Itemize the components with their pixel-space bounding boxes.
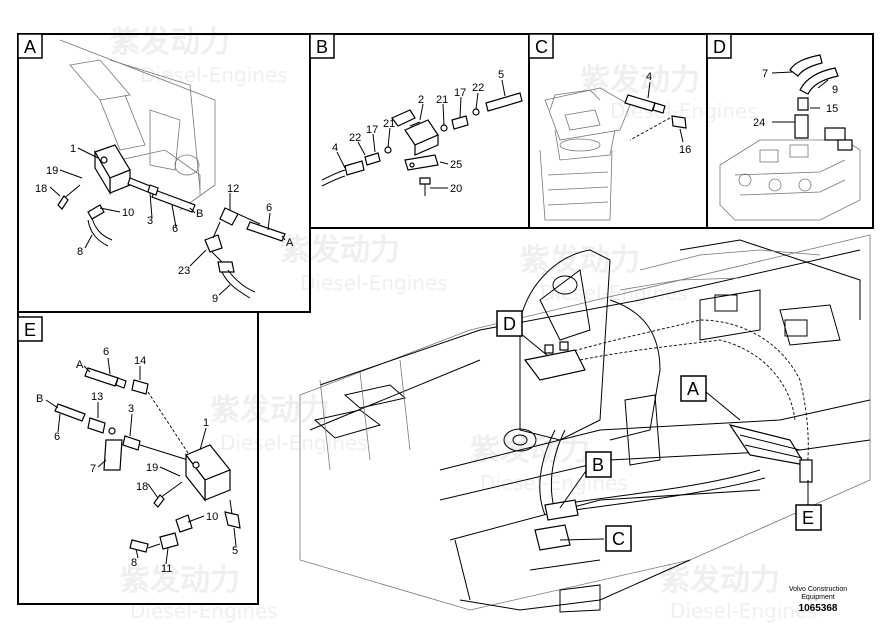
watermark: 紫发动力 Diesel-Engines 紫发动力 Diesel-Engines … (110, 25, 818, 623)
overview-tag-b: B (585, 451, 612, 478)
callout-number: 7 (90, 463, 96, 475)
callout-number: 9 (212, 293, 218, 305)
watermark-sub: Diesel-Engines (670, 599, 818, 623)
overview-tag-label: C (612, 529, 625, 549)
callout-number: 1 (203, 417, 209, 429)
panel-a-label: A (24, 37, 36, 57)
overview-tag-label: B (592, 455, 604, 475)
callout-number: 5 (232, 545, 238, 557)
overview-machine-drawing (299, 234, 871, 613)
panel-b-label: B (316, 37, 328, 57)
callout-number: 17 (454, 87, 466, 99)
callout-number: 15 (826, 103, 838, 115)
callout-number: 7 (762, 68, 768, 80)
document-number: 1065368 (799, 603, 838, 614)
callout-number: 4 (332, 142, 338, 154)
callout-number: 10 (122, 207, 134, 219)
watermark-brand: 紫发动力 (210, 393, 330, 428)
watermark-brand: 紫发动力 (280, 233, 400, 268)
overview-tag-label: A (687, 379, 699, 399)
panel-a-label-box (17, 33, 43, 59)
callout-number: 18 (136, 481, 148, 493)
callout-number: 23 (178, 265, 190, 277)
callout-number: 20 (450, 183, 462, 195)
callout-number: 25 (450, 159, 462, 171)
callout-number: 6 (172, 223, 178, 235)
callout-number: 6 (103, 346, 109, 358)
watermark-brand: 紫发动力 (470, 433, 590, 468)
callout-number: 12 (227, 183, 239, 195)
callout-number: 5 (498, 69, 504, 81)
callout-number: 8 (77, 246, 83, 258)
callout-number: 21 (436, 94, 448, 106)
panel-e: E (17, 311, 259, 605)
panel-e-label: E (24, 320, 36, 340)
panel-d-label-box (706, 33, 732, 59)
panel-d: D 7 9 15 24 (706, 33, 874, 229)
callout-number: 19 (146, 462, 158, 474)
watermark-brand: 紫发动力 (660, 563, 780, 598)
callout-number: 6 (266, 202, 272, 214)
panel-b: B 2 21 17 22 5 22 (309, 33, 530, 229)
callout-number: A (286, 237, 294, 249)
panel-d-frame (706, 33, 874, 229)
watermark-sub: Diesel-Engines (220, 431, 368, 455)
callout-number: 1 (70, 143, 76, 155)
overview-tag-label: D (503, 314, 516, 334)
panel-b-label-box (309, 33, 335, 59)
overview-tag-a: A (680, 375, 707, 402)
callout-number: B (36, 393, 43, 405)
watermark-sub: Diesel-Engines (130, 599, 278, 623)
watermark-sub: Diesel-Engines (140, 63, 288, 87)
callout-number: 9 (832, 84, 838, 96)
callout-number: B (196, 208, 203, 220)
footer: Volvo Construction Equipment 1065368 (789, 586, 847, 614)
callout-number: 3 (147, 215, 153, 227)
watermark-brand: 紫发动力 (580, 63, 700, 98)
overview-tag-e: E (795, 504, 822, 531)
callout-number: A (76, 359, 84, 371)
callout-number: 16 (679, 144, 691, 156)
callout-number: 21 (383, 118, 395, 130)
callout-number: 17 (366, 124, 378, 136)
callout-number: 10 (206, 511, 218, 523)
callout-number: 6 (54, 431, 60, 443)
panel-c-label: C (535, 37, 548, 57)
overview-leaders (519, 332, 809, 541)
panel-c-label-box (528, 33, 554, 59)
callout-number: 11 (161, 563, 172, 575)
panel-e-label-box (17, 316, 43, 342)
callout-number: 22 (472, 82, 484, 94)
overview-tag-label: E (802, 508, 814, 528)
callout-number: 18 (35, 183, 47, 195)
callout-number: 13 (91, 391, 103, 403)
overview-tag-d: D (496, 310, 523, 337)
footer-company-line1: Volvo Construction (789, 586, 847, 593)
panel-a: A (17, 33, 311, 313)
callout-number: 8 (131, 557, 137, 569)
panel-e-frame (17, 311, 259, 605)
callout-number: 2 (418, 94, 424, 106)
panel-d-label: D (713, 37, 726, 57)
watermark-sub: Diesel-Engines (300, 271, 448, 295)
overview-tag-c: C (605, 525, 632, 552)
watermark-brand: 紫发动力 (110, 25, 230, 60)
callout-number: 22 (349, 132, 361, 144)
callout-number: 19 (46, 165, 58, 177)
callout-number: 3 (128, 403, 134, 415)
callout-number: 24 (753, 117, 765, 129)
footer-company-line2: Equipment (801, 594, 835, 601)
callout-number: 14 (134, 355, 146, 367)
panel-c: C 4 16 (528, 33, 708, 229)
watermark-brand: 紫发动力 (120, 563, 240, 598)
callout-number: 4 (646, 71, 652, 83)
